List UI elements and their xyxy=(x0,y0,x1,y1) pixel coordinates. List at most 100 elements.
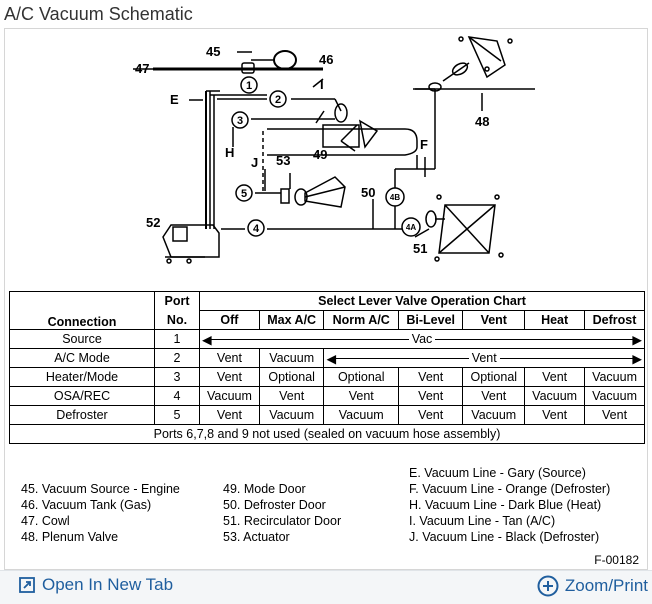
cell-value: Vent xyxy=(199,367,260,387)
legend-vacuum-lines: E. Vacuum Line - Gary (Source) F. Vacuum… xyxy=(409,465,610,545)
cell-value: Vacuum xyxy=(323,405,400,425)
zoom-plus-icon xyxy=(537,575,559,597)
legend-item: 50. Defroster Door xyxy=(223,498,326,512)
cell-value: Vent xyxy=(524,367,586,387)
legend-item: H. Vacuum Line - Dark Blue (Heat) xyxy=(409,498,602,512)
row-name: Heater/Mode xyxy=(9,367,155,387)
table-row: A/C Mode 2 Vent Vacuum ◀ ▶ Vent xyxy=(9,348,645,368)
table-row: Heater/Mode 3 Vent Optional Optional Ven… xyxy=(9,367,645,387)
callout-46: 46 xyxy=(319,52,333,67)
row-port: 5 xyxy=(154,405,200,425)
cell-value: Vent xyxy=(524,405,586,425)
cell-value: Vacuum xyxy=(199,386,260,406)
cell-value: Vacuum xyxy=(462,405,526,425)
cell-value: Vacuum xyxy=(584,386,645,406)
port-circle-1 xyxy=(240,76,258,94)
span-cell: ◀ ▶ Vent xyxy=(323,348,645,368)
zoom-print-label: Zoom/Print xyxy=(564,576,648,595)
page-title: A/C Vacuum Schematic xyxy=(4,4,193,24)
cell-value: Vent xyxy=(199,348,260,368)
port-circle-2 xyxy=(269,90,287,108)
cell-value: Vent xyxy=(398,405,464,425)
row-port: 1 xyxy=(154,329,200,349)
legend-item: E. Vacuum Line - Gary (Source) xyxy=(409,466,586,480)
header-port-2: No. xyxy=(154,310,200,330)
line-label-h: H xyxy=(225,145,234,160)
line-label-f: F xyxy=(420,137,428,152)
port-circle-3 xyxy=(231,111,249,129)
legend-components-2: 49. Mode Door 50. Defroster Door 51. Rec… xyxy=(223,481,341,545)
row-name: A/C Mode xyxy=(9,348,155,368)
cell-value: Vacuum xyxy=(258,405,325,425)
port-circle-4 xyxy=(247,219,265,237)
legend-item: I. Vacuum Line - Tan (A/C) xyxy=(409,514,556,528)
table-row: Source 1 ◀ ▶ Vac xyxy=(9,329,645,349)
mode-header: Heat xyxy=(524,310,586,330)
port-label-4: 4 xyxy=(253,223,260,235)
port-circle-4a xyxy=(401,217,421,237)
port-label-2: 2 xyxy=(275,94,281,106)
legend-item: F. Vacuum Line - Orange (Defroster) xyxy=(409,482,611,496)
cell-value: Optional xyxy=(323,367,400,387)
row-name: Defroster xyxy=(9,405,155,425)
line-label-j: J xyxy=(251,155,258,170)
mode-header: Norm A/C xyxy=(323,310,400,330)
image-toolbar: Open In New Tab Zoom/Print xyxy=(0,570,652,604)
row-port: 3 xyxy=(154,367,200,387)
row-name: OSA/REC xyxy=(9,386,155,406)
mode-header: Vent xyxy=(462,310,526,330)
cell-value: Vacuum xyxy=(258,348,325,368)
table-row: OSA/REC 4 Vacuum Vent Vent Vent Vent Vac… xyxy=(9,386,645,406)
row-port: 2 xyxy=(154,348,200,368)
span-value: Vac xyxy=(408,332,436,346)
cell-value: Vent xyxy=(199,405,260,425)
cell-value: Vent xyxy=(398,367,464,387)
figure-number: F-00182 xyxy=(594,553,639,567)
port-label-3: 3 xyxy=(237,115,243,127)
cell-value: Vent xyxy=(323,386,400,406)
cell-value: Optional xyxy=(258,367,325,387)
callout-47: 47 xyxy=(135,61,149,76)
schematic-figure[interactable]: 1 2 3 5 4 4B 4A 45 46 47 48 49 50 51 52 … xyxy=(4,28,648,570)
legend-item: J. Vacuum Line - Black (Defroster) xyxy=(409,530,600,544)
callout-45: 45 xyxy=(206,44,220,59)
cell-value: Vacuum xyxy=(584,367,645,387)
legend-item: 53. Actuator xyxy=(223,530,290,544)
port-circle-4b xyxy=(385,187,405,207)
span-cell: ◀ ▶ Vac xyxy=(199,329,645,349)
cell-value: Optional xyxy=(462,367,526,387)
callout-52: 52 xyxy=(146,215,160,230)
table-footer-note: Ports 6,7,8 and 9 not used (sealed on va… xyxy=(9,424,645,444)
row-name: Source xyxy=(9,329,155,349)
cell-value: Vent xyxy=(462,386,526,406)
legend-item: 49. Mode Door xyxy=(223,482,306,496)
open-new-tab-icon xyxy=(19,577,35,593)
cell-value: Vacuum xyxy=(524,386,586,406)
mode-header: Bi-Level xyxy=(398,310,464,330)
legend-item: 51. Recirculator Door xyxy=(223,514,342,528)
zoom-print-button[interactable]: Zoom/Print xyxy=(537,575,648,597)
header-chart-title: Select Lever Valve Operation Chart xyxy=(199,291,645,311)
header-connection: Connection xyxy=(9,291,155,330)
table-row: Defroster 5 Vent Vacuum Vacuum Vent Vacu… xyxy=(9,405,645,425)
legend-item: 46. Vacuum Tank (Gas) xyxy=(21,498,152,512)
cell-value: Vent xyxy=(258,386,325,406)
header-port-1: Port xyxy=(154,291,200,311)
port-label-1: 1 xyxy=(246,80,252,92)
line-label-i: I xyxy=(320,77,324,92)
callout-51: 51 xyxy=(413,241,427,256)
callout-53: 53 xyxy=(276,153,290,168)
table-header-row-1: Connection Port Select Lever Valve Opera… xyxy=(9,291,645,330)
mode-header: Max A/C xyxy=(258,310,325,330)
line-label-e: E xyxy=(170,92,179,107)
vacuum-schematic-drawing: 1 2 3 5 4 4B 4A 45 46 47 48 49 50 51 52 … xyxy=(133,36,535,264)
open-in-new-tab-button[interactable]: Open In New Tab xyxy=(18,575,173,595)
port-label-4b: 4B xyxy=(390,193,400,202)
port-label-4a: 4A xyxy=(406,223,416,232)
port-circle-5 xyxy=(235,184,253,202)
row-port: 4 xyxy=(154,386,200,406)
cell-value: Vent xyxy=(398,386,464,406)
port-label-5: 5 xyxy=(241,188,247,200)
operation-chart-table: Connection Port Select Lever Valve Opera… xyxy=(9,291,645,444)
callout-50: 50 xyxy=(361,185,375,200)
